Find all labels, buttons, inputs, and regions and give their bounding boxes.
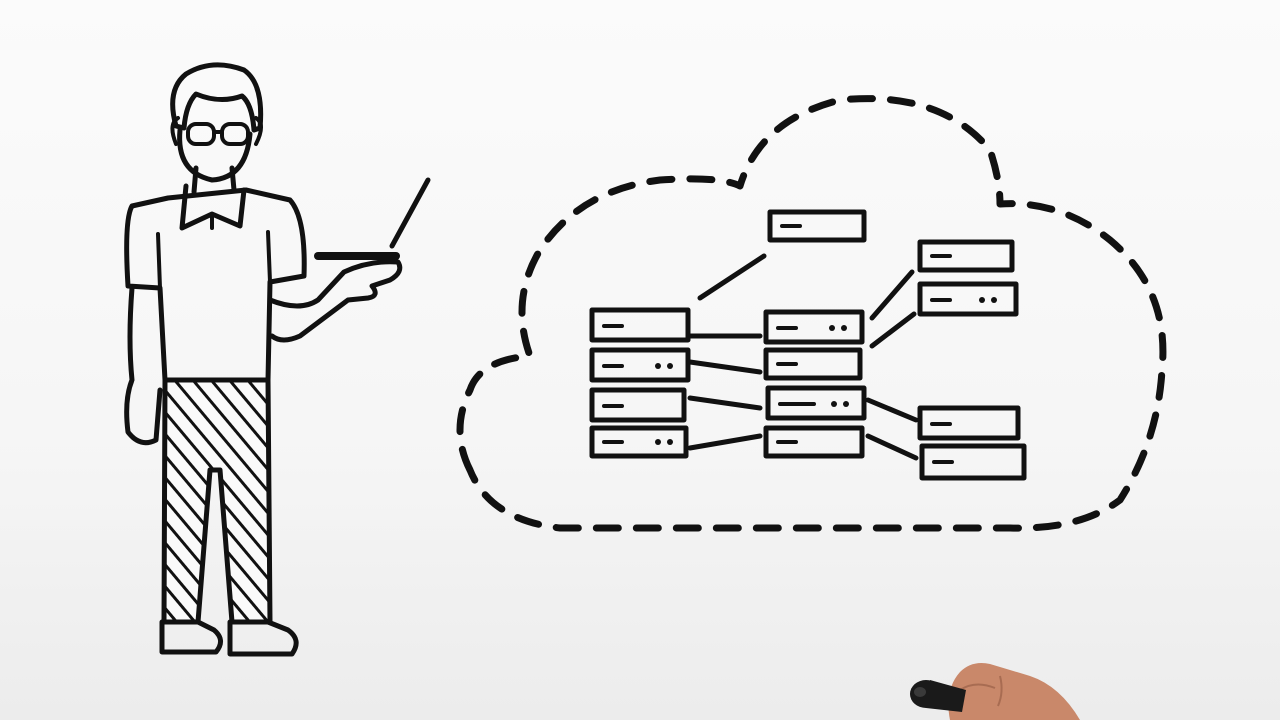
server-unit (592, 310, 688, 340)
laptop-icon (318, 180, 428, 256)
person-figure (127, 65, 428, 654)
server-rack-left (592, 310, 688, 456)
head (172, 65, 261, 180)
server-unit (592, 350, 688, 380)
server-unit (770, 212, 864, 240)
shoes (162, 622, 296, 654)
server-unit (768, 388, 864, 418)
server-network (592, 212, 1024, 478)
server-unit (592, 428, 686, 456)
server-unit (920, 242, 1012, 270)
server-unit (592, 390, 684, 420)
server-unit (766, 312, 862, 342)
server-rack-middle (766, 312, 864, 456)
server-unit (922, 446, 1024, 478)
server-unit (920, 408, 1018, 438)
server-rack-right (920, 242, 1024, 478)
pants (164, 380, 270, 622)
drawing-hand-icon (910, 663, 1080, 720)
server-unit (920, 284, 1016, 314)
server-unit (766, 428, 862, 456)
shirt (127, 186, 305, 380)
server-unit (766, 350, 860, 378)
glasses-icon (188, 124, 248, 144)
right-arm (270, 262, 400, 340)
left-arm (127, 288, 160, 443)
